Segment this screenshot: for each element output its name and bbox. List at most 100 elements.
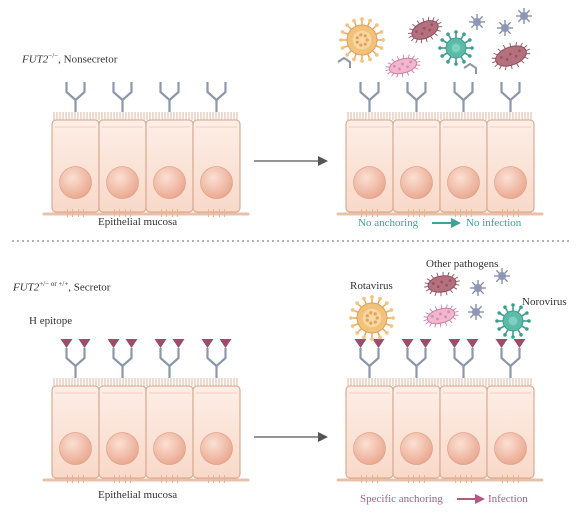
h-epitope-label: H epitope xyxy=(29,315,73,327)
bacterium-icon xyxy=(424,271,460,297)
epithelial-cell xyxy=(486,119,535,213)
genotype-superscript: +/− or +/+ xyxy=(39,280,69,288)
bacterium-icon xyxy=(491,41,531,71)
phenotype-label: , Secretor xyxy=(68,281,111,294)
nucleus-icon xyxy=(106,166,139,199)
epithelial-cell xyxy=(145,385,194,479)
glycan-receptor xyxy=(206,82,227,112)
nucleus-icon xyxy=(59,166,92,199)
phenotype-label: , Nonsecretor xyxy=(58,53,118,66)
epithelial-cell xyxy=(439,119,488,213)
microvilli xyxy=(53,112,238,120)
glycan-receptor xyxy=(453,82,474,112)
virus-icon xyxy=(494,268,510,284)
outcome-specific-anchoring: Specific anchoring xyxy=(360,493,443,505)
process-arrow-top xyxy=(254,156,328,166)
bacterium-icon xyxy=(407,16,443,44)
h-epitope-icon xyxy=(372,339,385,348)
microvilli xyxy=(347,112,532,120)
glycan-receptor xyxy=(112,82,133,112)
other-pathogens-label: Other pathogens xyxy=(426,258,499,270)
h-epitope-icon xyxy=(466,339,479,348)
epithelial-cell xyxy=(192,119,241,213)
h-epitope-icon xyxy=(107,339,120,348)
h-epitope-icon xyxy=(125,339,138,348)
h-epitope-glycan xyxy=(448,339,479,378)
outcome-arrow-magenta xyxy=(457,494,485,504)
h-epitope-icon xyxy=(172,339,185,348)
mucosa-label-top: Epithelial mucosa xyxy=(98,216,178,228)
glycan-receptor xyxy=(65,82,86,112)
rotavirus-icon xyxy=(339,17,385,63)
h-epitope-glycan xyxy=(60,339,91,378)
epithelium-bottom-left xyxy=(42,339,250,483)
gene-name: FUT2 xyxy=(13,281,40,294)
epithelium-bottom-right xyxy=(336,339,544,483)
norovirus-icon xyxy=(438,30,474,66)
nucleus-icon xyxy=(494,166,527,199)
epithelial-cell xyxy=(392,119,441,213)
rotavirus-label: Rotavirus xyxy=(350,280,393,292)
rotavirus-icon xyxy=(349,295,395,341)
h-epitope-icon xyxy=(354,339,367,348)
virus-icon xyxy=(497,20,513,36)
nucleus-icon xyxy=(353,166,386,199)
h-epitope-icon xyxy=(201,339,214,348)
virus-icon xyxy=(469,14,485,30)
microvilli xyxy=(347,378,532,386)
outcome-arrow-teal xyxy=(432,218,461,228)
epithelial-cell xyxy=(345,385,394,479)
glycan-receptor xyxy=(500,82,521,112)
loose-glycan-icon xyxy=(463,63,477,74)
epithelial-cell xyxy=(486,385,535,479)
mucosa-label-bottom: Epithelial mucosa xyxy=(98,489,178,501)
h-epitope-glycan xyxy=(154,339,185,378)
h-epitope-icon xyxy=(495,339,508,348)
glycan-receptor xyxy=(406,82,427,112)
nucleus-icon xyxy=(447,166,480,199)
virus-icon xyxy=(516,8,532,24)
outcome-no-anchoring: No anchoring xyxy=(358,217,419,229)
h-epitope-icon xyxy=(401,339,414,348)
h-epitope-glycan xyxy=(354,339,385,378)
nucleus-icon xyxy=(200,166,233,199)
virus-icon xyxy=(468,304,484,320)
outcome-infection: Infection xyxy=(488,493,528,505)
nucleus-icon xyxy=(400,432,433,465)
nucleus-icon xyxy=(353,432,386,465)
outcome-no-infection: No infection xyxy=(466,217,522,229)
h-epitope-glycan xyxy=(401,339,432,378)
h-epitope-icon xyxy=(513,339,526,348)
epithelial-cell xyxy=(439,385,488,479)
epithelium-top-right xyxy=(336,82,544,217)
epithelial-cell xyxy=(392,385,441,479)
h-epitope-icon xyxy=(419,339,432,348)
h-epitope-glycan xyxy=(201,339,232,378)
h-epitope-icon xyxy=(219,339,232,348)
nucleus-icon xyxy=(400,166,433,199)
epithelial-cell xyxy=(51,119,100,213)
genotype-label-bottom: FUT2+/− or +/+, Secretor xyxy=(13,281,110,294)
genotype-label-top: FUT2−/−, Nonsecretor xyxy=(22,53,117,66)
epithelial-cell xyxy=(145,119,194,213)
epithelial-cell xyxy=(98,119,147,213)
microvilli xyxy=(53,378,238,386)
gene-name: FUT2 xyxy=(22,53,49,66)
bacterium-icon xyxy=(385,54,421,78)
h-epitope-icon xyxy=(60,339,73,348)
glycan-receptor xyxy=(359,82,380,112)
process-arrow-bottom xyxy=(254,432,328,442)
epithelium-top-left xyxy=(42,82,250,217)
nucleus-icon xyxy=(494,432,527,465)
h-epitope-icon xyxy=(78,339,91,348)
nucleus-icon xyxy=(153,432,186,465)
genotype-superscript: −/− xyxy=(48,52,59,60)
nucleus-icon xyxy=(153,166,186,199)
norovirus-label: Norovirus xyxy=(522,296,567,308)
pathogens xyxy=(337,8,532,341)
epithelial-cell xyxy=(51,385,100,479)
nucleus-icon xyxy=(447,432,480,465)
epithelial-cell xyxy=(192,385,241,479)
